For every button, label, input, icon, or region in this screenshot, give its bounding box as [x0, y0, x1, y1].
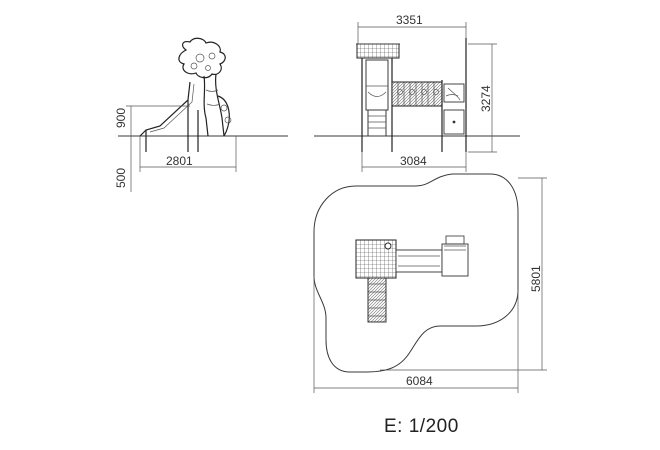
plan-bridge-rails	[398, 255, 440, 267]
tree-trunk	[203, 73, 225, 137]
bridge-ring	[397, 89, 403, 95]
bridge-ring	[433, 89, 439, 95]
tree-canopy	[178, 37, 226, 79]
plan-platform-step	[445, 235, 465, 245]
safety-zone	[313, 173, 519, 373]
dim-5801-label: 5801	[529, 265, 543, 292]
climbing-hold	[224, 116, 232, 124]
bridge-ring	[409, 89, 415, 95]
dim-3351-label: 3351	[396, 13, 423, 27]
plan-slide-lines	[368, 283, 386, 317]
slide-rail	[149, 83, 195, 133]
stair-steps	[368, 115, 386, 129]
trunk-texture	[205, 89, 221, 106]
tower-roof	[356, 43, 400, 59]
front-view: 3351 3274 3084	[314, 13, 520, 172]
plan-view: 5801 6084	[313, 173, 547, 393]
dim-6084-label: 6084	[406, 374, 433, 388]
plan-bridge	[395, 249, 443, 273]
climbing-panel	[217, 95, 230, 137]
dim-3274-label: 3274	[479, 85, 493, 112]
plan-tower-pole	[384, 242, 392, 250]
side-view: 900 500 2801	[114, 37, 288, 192]
platform-panel-detail	[445, 87, 461, 101]
dim-3084-label: 3084	[400, 154, 427, 168]
slide	[139, 81, 191, 137]
tower-panel	[365, 59, 389, 111]
plan-platform-detail	[444, 245, 466, 251]
platform-lower	[443, 109, 465, 135]
tree-detail	[205, 65, 211, 71]
bridge-ring	[421, 89, 427, 95]
dim-2801-label: 2801	[166, 154, 193, 168]
tree-detail	[208, 52, 216, 60]
tower-panel-detail	[366, 85, 388, 97]
dim-500-label: 500	[114, 168, 128, 188]
tree-detail	[190, 62, 198, 70]
tree-detail	[195, 53, 205, 63]
dim-900-label: 900	[114, 108, 128, 128]
platform-bolt	[452, 120, 456, 124]
plan-platform	[441, 243, 469, 277]
climbing-hold	[220, 104, 228, 112]
tower-stairs	[367, 110, 387, 136]
scale-label: E: 1/200	[384, 416, 459, 437]
